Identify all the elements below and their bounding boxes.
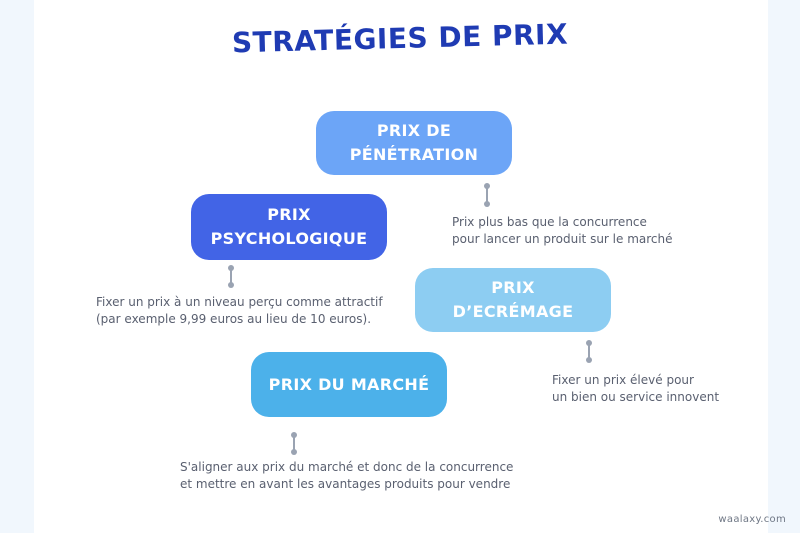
strategy-box-marche: PRIX DU MARCHÉ [251, 352, 447, 417]
strategy-label-line: PRIX DU MARCHÉ [268, 374, 430, 394]
connector-ecremage [586, 340, 592, 363]
strategy-label-line: PRIX DE [376, 121, 452, 140]
strategy-description-psychologique: Fixer un prix à un niveau perçu comme at… [96, 294, 383, 328]
strategy-label-line: PSYCHOLOGIQUE [210, 229, 368, 248]
description-line: Prix plus bas que la concurrence [452, 215, 647, 229]
description-line: Fixer un prix à un niveau perçu comme at… [96, 295, 383, 309]
description-line: Fixer un prix élevé pour [552, 373, 694, 387]
description-line: pour lancer un produit sur le marché [452, 232, 673, 246]
strategy-description-marche: S'aligner aux prix du marché et donc de … [180, 459, 514, 493]
description-line: (par exemple 9,99 euros au lieu de 10 eu… [96, 312, 372, 326]
description-line: S'aligner aux prix du marché et donc de … [180, 460, 514, 474]
description-line: et mettre en avant les avantages produit… [180, 477, 511, 491]
watermark: waalaxy.com [718, 514, 786, 525]
strategy-box-penetration: PRIX DE PÉNÉTRATION [316, 111, 512, 175]
canvas [34, 0, 768, 533]
strategy-description-penetration: Prix plus bas que la concurrence pour la… [452, 214, 673, 248]
connector-marche [291, 432, 297, 455]
strategy-label-line: PÉNÉTRATION [349, 145, 479, 164]
strategy-description-ecremage: Fixer un prix élevé pour un bien ou serv… [552, 372, 719, 406]
connector-psychologique [228, 265, 234, 288]
description-line: un bien ou service innovent [552, 390, 720, 404]
strategy-box-ecremage: PRIX D’ECRÉMAGE [415, 268, 611, 332]
strategy-box-psychologique: PRIX PSYCHOLOGIQUE [191, 194, 387, 260]
strategy-label-line: PRIX [267, 205, 311, 224]
strategy-label-line: PRIX D’ECRÉMAGE [452, 278, 574, 321]
connector-penetration [484, 183, 490, 207]
